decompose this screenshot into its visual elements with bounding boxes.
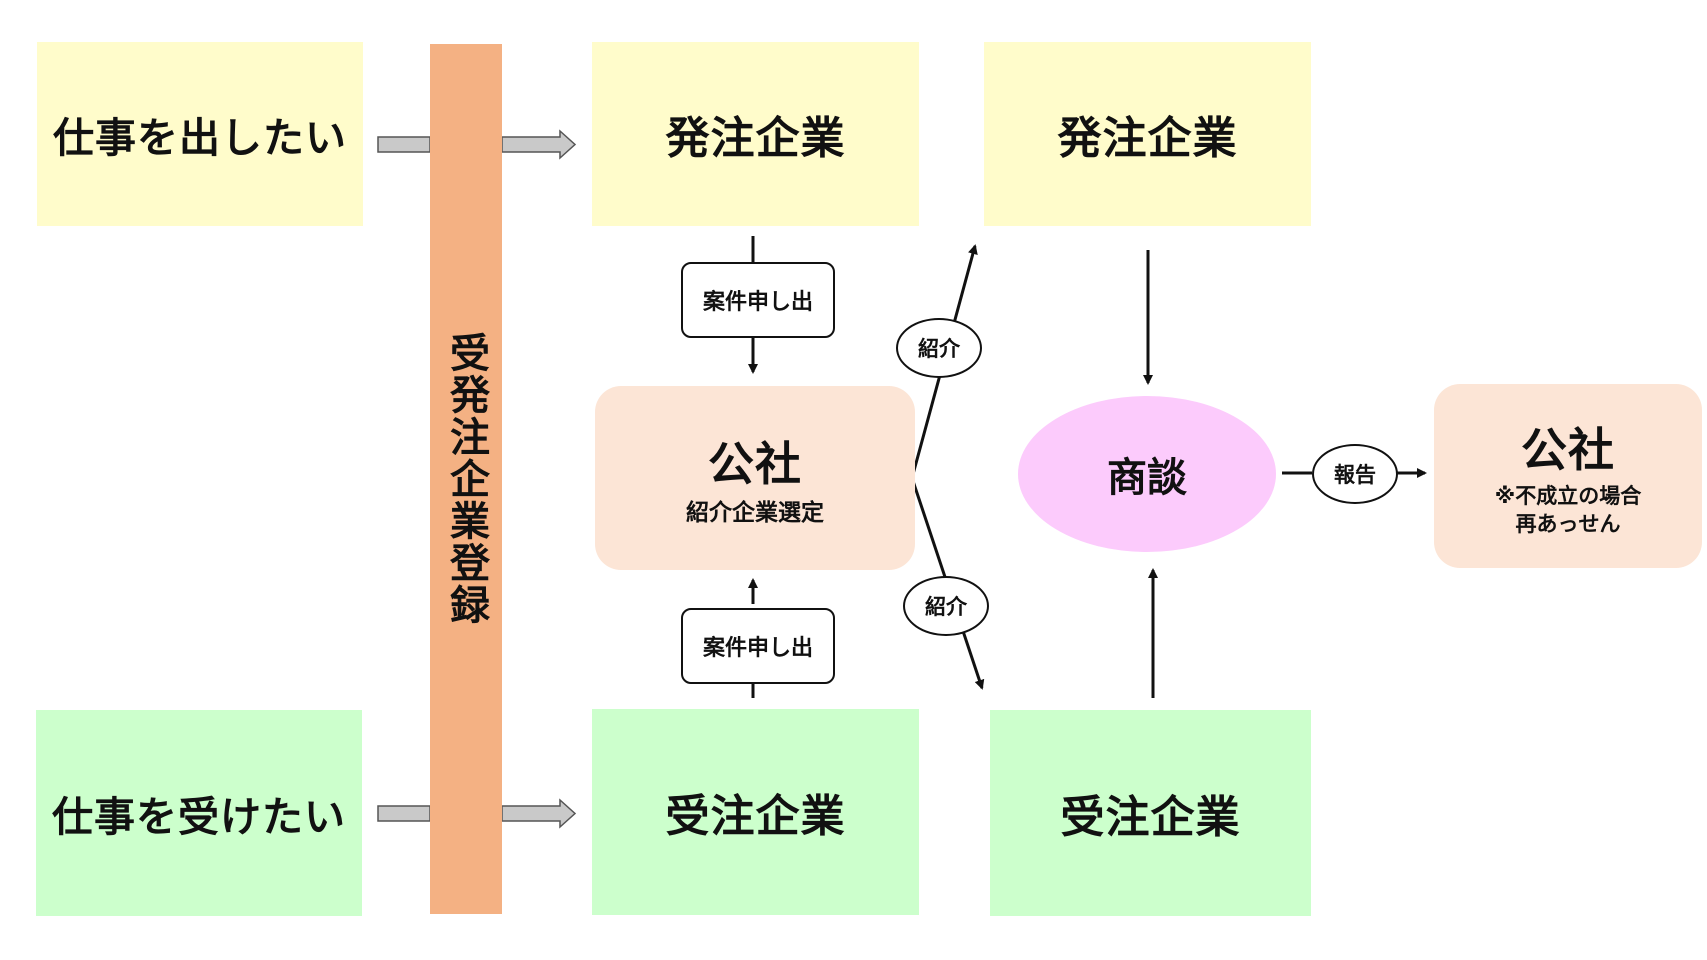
ordering-company-box-1: 発注企業: [592, 42, 919, 226]
introduce-label-bottom-text: 紹介: [925, 595, 967, 619]
block-arrow-bottom-right: [501, 798, 577, 829]
block-arrow-top-left: [377, 136, 431, 153]
ordering-company-text-2: 発注企業: [1057, 113, 1238, 164]
introduce-label-top-text: 紹介: [918, 337, 960, 361]
registration-bar: 受発注企業登録: [430, 44, 502, 914]
block-arrow-top-right: [501, 129, 577, 160]
registration-bar-text: 受発注企業登録: [443, 332, 489, 626]
negotiation-text: 商談: [1107, 455, 1187, 501]
corporation-result-title: 公社: [1521, 423, 1615, 477]
corporation-selection-text: 紹介企業選定: [686, 500, 824, 526]
receiving-company-text-2: 受注企業: [1060, 792, 1241, 843]
corporation-title: 公社: [708, 437, 802, 491]
negotiation-ellipse: 商談: [1018, 396, 1276, 552]
introduce-label-top: 紹介: [896, 318, 982, 378]
want-to-order-text: 仕事を出したい: [53, 114, 347, 162]
corporation-selection-box: 公社 紹介企業選定: [595, 386, 915, 570]
want-to-receive-text: 仕事を受けたい: [52, 793, 346, 841]
want-to-order-box: 仕事を出したい: [37, 42, 363, 226]
request-label-bottom: 案件申し出: [681, 608, 835, 684]
report-label: 報告: [1312, 444, 1398, 504]
receiving-company-box-1: 受注企業: [592, 709, 919, 915]
request-label-top-text: 案件申し出: [702, 290, 813, 315]
block-arrow-bottom-left: [377, 805, 431, 822]
ordering-company-text-1: 発注企業: [665, 113, 846, 164]
corporation-result-box: 公社 ※不成立の場合 再あっせん: [1434, 384, 1702, 568]
report-label-text: 報告: [1334, 463, 1376, 487]
ordering-company-box-2: 発注企業: [984, 42, 1311, 226]
corporation-result-note-1: ※不成立の場合: [1494, 484, 1642, 508]
want-to-receive-box: 仕事を受けたい: [36, 710, 362, 916]
corporation-result-note-2: 再あっせん: [1515, 512, 1621, 536]
receiving-company-text-1: 受注企業: [665, 791, 846, 842]
introduce-label-bottom: 紹介: [903, 576, 989, 636]
request-label-top: 案件申し出: [681, 262, 835, 338]
receiving-company-box-2: 受注企業: [990, 710, 1311, 916]
request-label-bottom-text: 案件申し出: [702, 636, 813, 661]
